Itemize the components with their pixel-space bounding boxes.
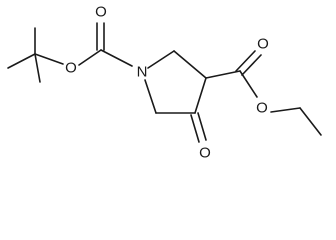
ketone-double-bond-b bbox=[197, 112, 207, 141]
bond-oxygen-to-ethyl-ch2 bbox=[270, 107, 301, 113]
bond-ethyl-ch2-to-ch3 bbox=[299, 107, 322, 136]
atom-label-boc-ester-oxygen: O bbox=[65, 60, 77, 77]
bond-carbonyl-carbon-to-nitrogen bbox=[100, 49, 133, 67]
tert-butyl-group bbox=[7, 27, 64, 83]
ester-carbonyl-double-b bbox=[241, 54, 262, 76]
bond-ring-to-ester-carbon bbox=[205, 70, 241, 79]
atom-label-boc-carbonyl-oxygen: O bbox=[95, 4, 107, 21]
ketone-group bbox=[190, 112, 207, 143]
bond-tbu-methyl-left bbox=[7, 53, 36, 69]
bond-tbu-methyl-bottom bbox=[34, 53, 41, 83]
boc-carbamate-group bbox=[78, 22, 133, 67]
ethyl-ester-group bbox=[205, 50, 322, 136]
ring-bond-c5-to-n bbox=[144, 79, 157, 114]
atom-label-ester-carbonyl-oxygen: O bbox=[257, 36, 269, 53]
ring-bond-c3-to-c4 bbox=[194, 77, 207, 114]
bond-tbu-to-oxygen bbox=[34, 53, 64, 65]
ring-bond-c2-to-c3 bbox=[173, 50, 207, 79]
bond-oxygen-to-carbonyl-carbon bbox=[78, 49, 102, 66]
chemical-structure-diagram: O O N O O O bbox=[7, 4, 322, 162]
atom-label-nitrogen: N bbox=[137, 64, 148, 81]
pyrrolidine-ring bbox=[144, 50, 207, 114]
ester-carbonyl-double-a bbox=[235, 50, 256, 72]
atom-label-ester-oxygen: O bbox=[256, 100, 268, 117]
ring-bond-n-to-c2 bbox=[147, 50, 175, 69]
atom-label-ketone-oxygen: O bbox=[199, 145, 211, 162]
ketone-double-bond-a bbox=[190, 114, 200, 143]
bond-ester-carbon-to-oxygen bbox=[239, 70, 258, 98]
